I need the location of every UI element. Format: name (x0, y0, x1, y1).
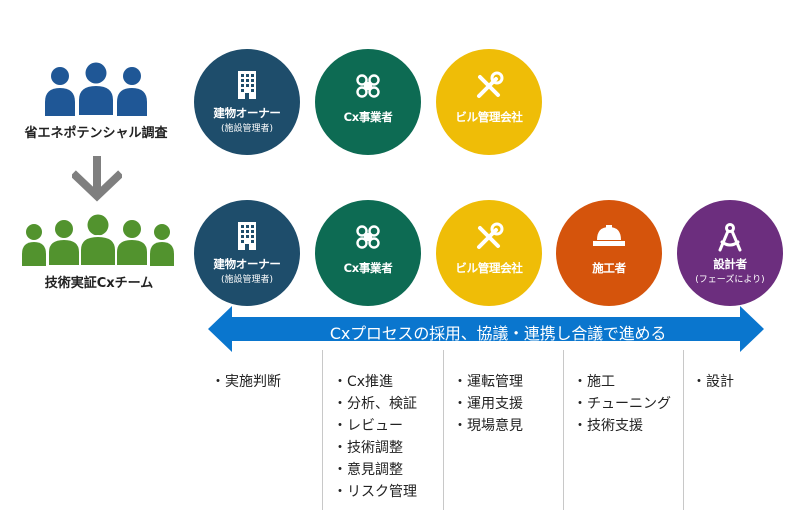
list-item: ・運転管理 (453, 374, 523, 390)
role-owner-title: 建物オーナー (213, 106, 281, 120)
list-item: ・運用支援 (453, 396, 523, 412)
role-contractor-circle: 施工者 (556, 200, 662, 306)
gears-icon (315, 71, 421, 101)
list-item: ・Cx推進 (333, 374, 394, 390)
role-bm-circle: ビル管理会社 (436, 49, 542, 155)
responsibility-column-owner: ・実施判断 (211, 371, 281, 393)
down-arrow-icon (72, 156, 122, 202)
role-owner-circle-team: 建物オーナー (施設管理者) (194, 200, 300, 306)
list-item: ・リスク管理 (333, 484, 417, 500)
role-cx-circle: Cx事業者 (315, 49, 421, 155)
list-item: ・現場意見 (453, 418, 523, 434)
role-owner-sub: (施設管理者) (220, 124, 274, 134)
tools-icon (436, 71, 542, 101)
list-item: ・技術支援 (573, 418, 643, 434)
column-divider (683, 350, 684, 510)
role-owner-title: 建物オーナー (213, 257, 281, 271)
column-divider (322, 350, 323, 510)
role-designer-title: 設計者 (713, 257, 747, 271)
role-owner-sub: (施設管理者) (220, 275, 274, 285)
list-item: ・分析、検証 (333, 396, 417, 412)
list-item: ・技術調整 (333, 440, 403, 456)
list-item: ・意見調整 (333, 462, 403, 478)
team-people-icon-bottom (22, 214, 174, 267)
responsibility-column-designer: ・設計 (692, 371, 734, 393)
list-item: ・チューニング (573, 396, 671, 412)
role-bm-circle-team: ビル管理会社 (436, 200, 542, 306)
column-divider (563, 350, 564, 510)
gears-icon (315, 222, 421, 252)
role-cx-title: Cx事業者 (343, 110, 393, 124)
responsibility-column-bm: ・運転管理 ・運用支援 ・現場意見 (453, 371, 523, 437)
compass-icon (677, 222, 783, 252)
team-people-icon-top (45, 62, 147, 117)
column-divider (443, 350, 444, 510)
role-designer-sub: (フェーズにより) (695, 275, 765, 285)
process-banner-arrow (208, 306, 764, 352)
hardhat-icon (556, 222, 662, 252)
role-contractor-title: 施工者 (592, 261, 626, 275)
role-cx-title: Cx事業者 (343, 261, 393, 275)
role-owner-circle: 建物オーナー (施設管理者) (194, 49, 300, 155)
process-banner-text: Cxプロセスの採用、協議・連携し合議で進める (329, 324, 667, 343)
tools-icon (436, 222, 542, 252)
list-item: ・実施判断 (211, 374, 281, 390)
responsibility-column-cx: ・Cx推進 ・分析、検証 ・レビュー ・技術調整 ・意見調整 ・リスク管理 (333, 371, 417, 503)
building-icon (194, 222, 300, 252)
top-group-label: 省エネポテンシャル調査 (24, 126, 168, 141)
bottom-group-label: 技術実証Cxチーム (44, 276, 154, 291)
list-item: ・設計 (692, 374, 734, 390)
list-item: ・レビュー (333, 418, 403, 434)
responsibility-column-contractor: ・施工 ・チューニング ・技術支援 (573, 371, 671, 437)
role-bm-title: ビル管理会社 (455, 110, 523, 124)
role-designer-circle: 設計者 (フェーズにより) (677, 200, 783, 306)
role-cx-circle-team: Cx事業者 (315, 200, 421, 306)
list-item: ・施工 (573, 374, 615, 390)
role-bm-title: ビル管理会社 (455, 261, 523, 275)
building-icon (194, 71, 300, 101)
